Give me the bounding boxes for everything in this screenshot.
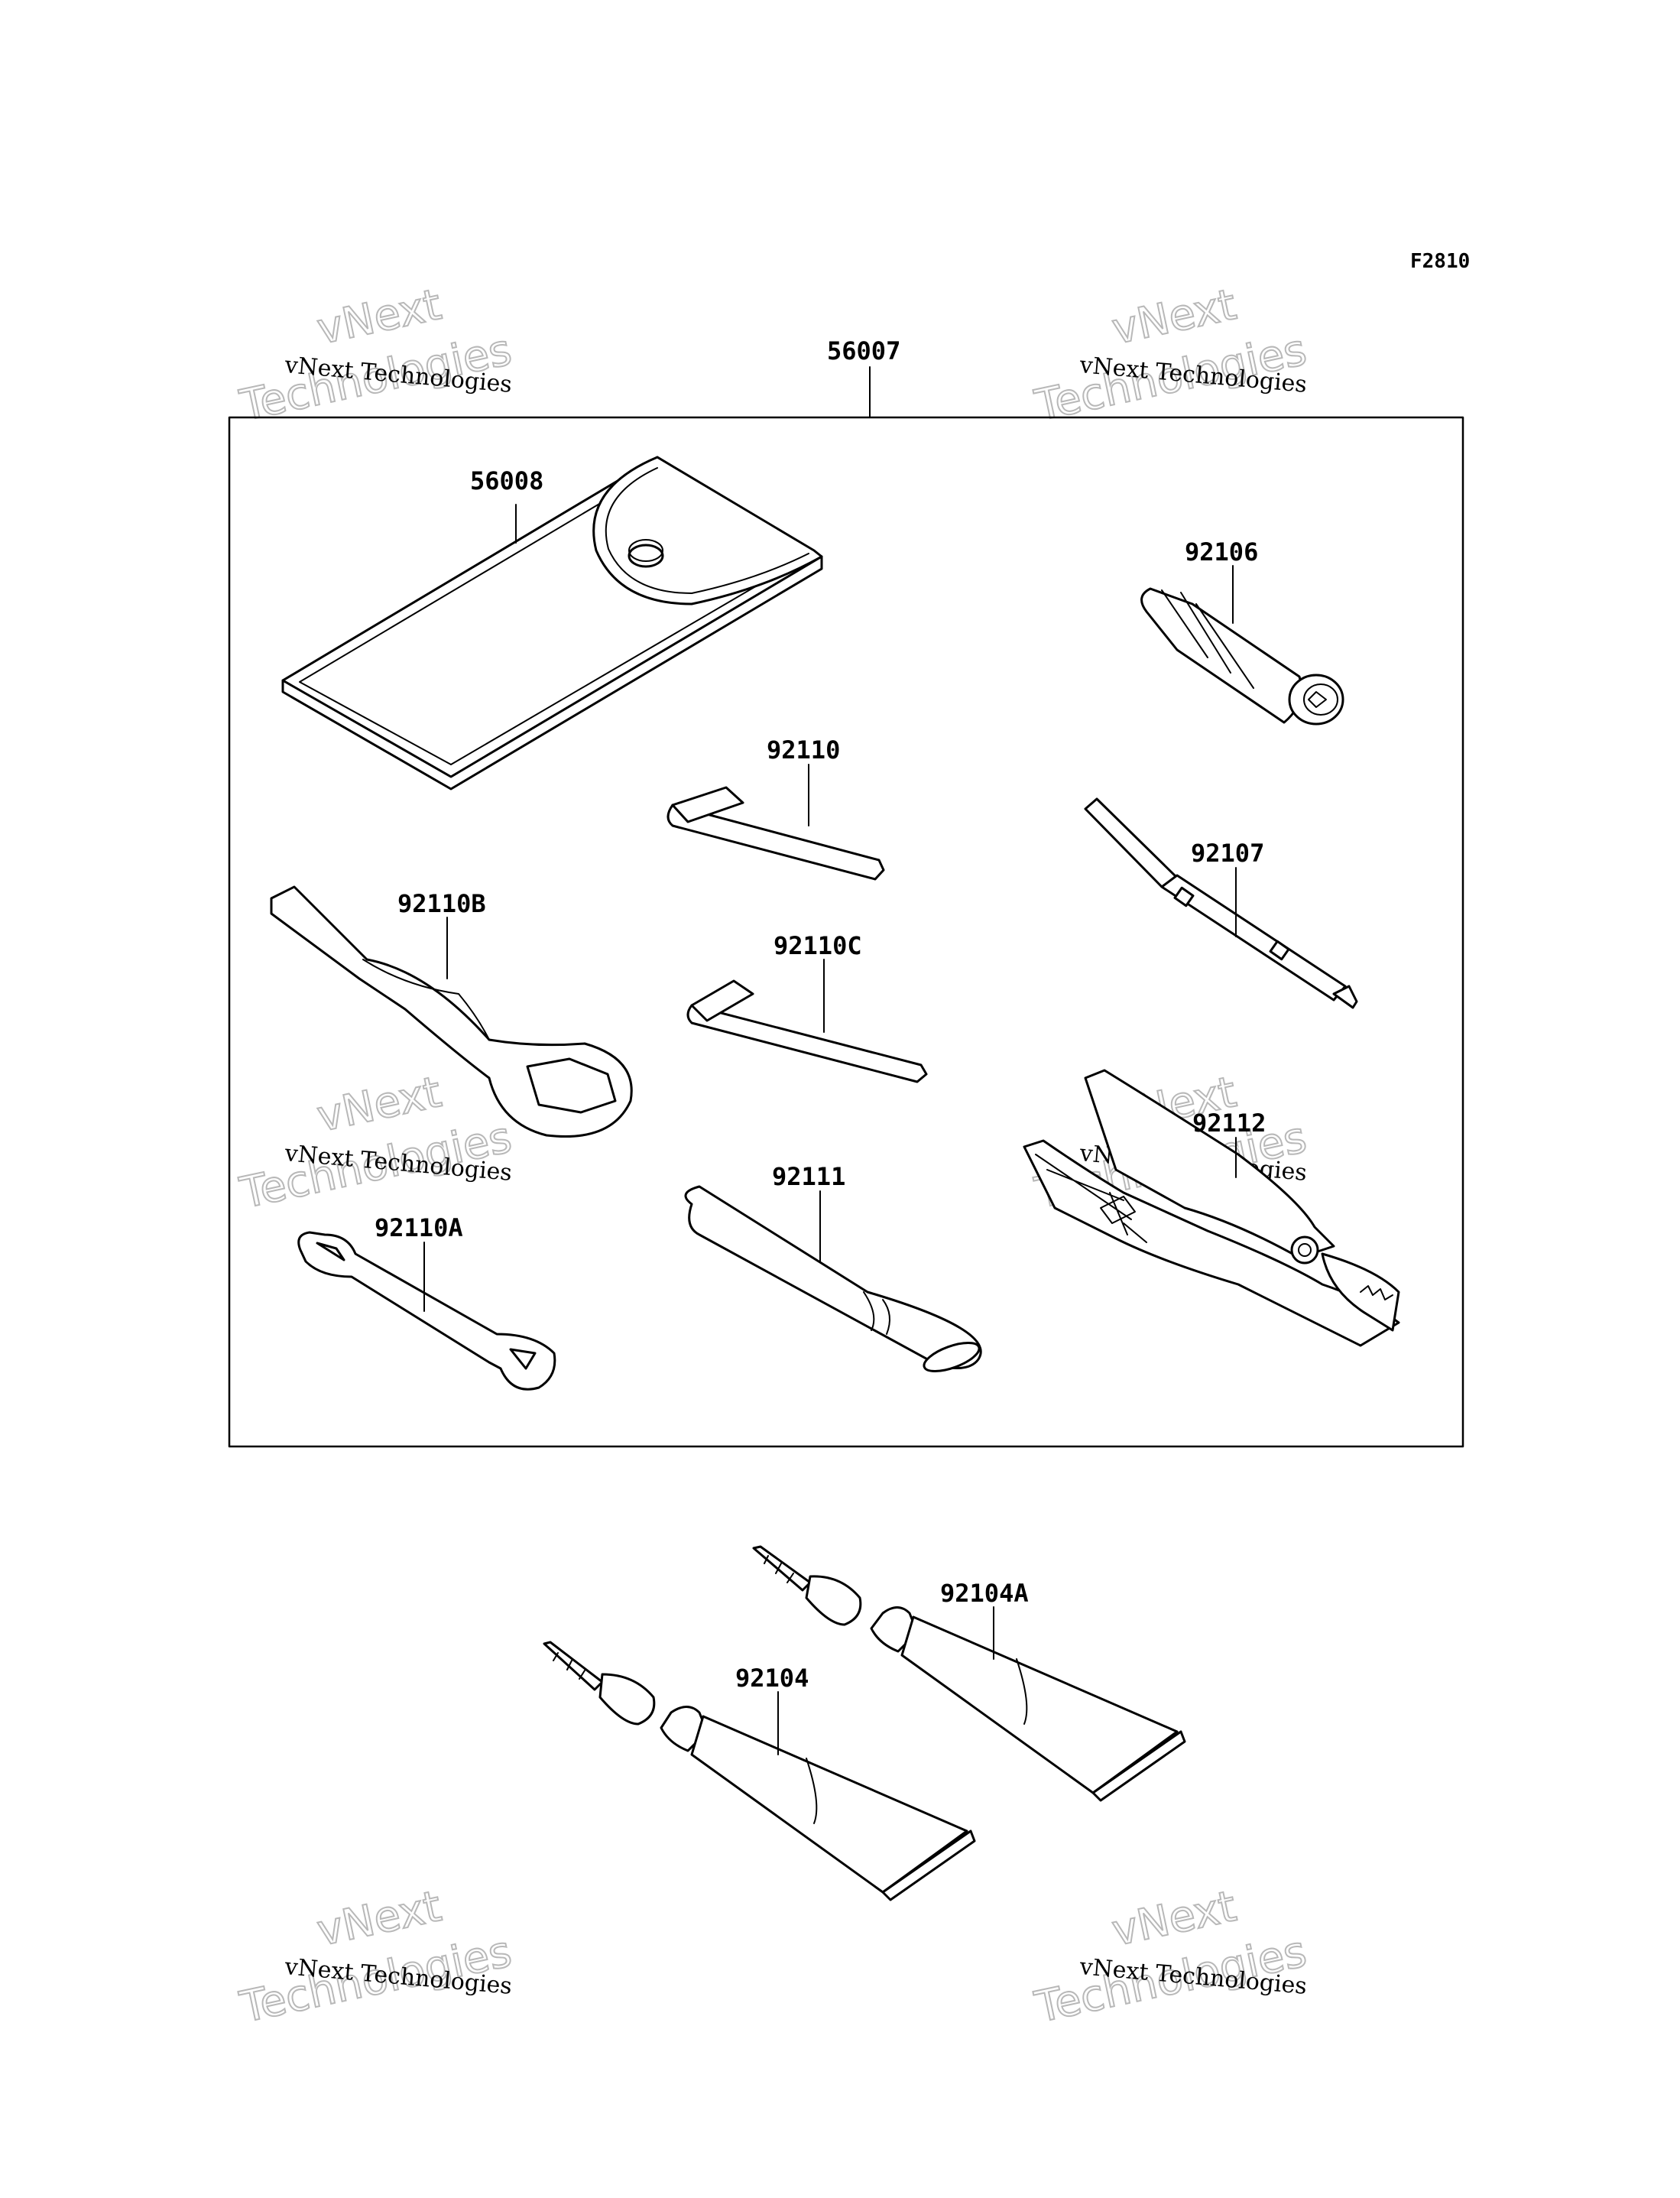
label-92110B: 92110B [397,889,486,918]
label-92110A: 92110A [375,1213,463,1242]
part-hex-key-large: 92110C [686,931,928,1083]
label-92110C: 92110C [774,931,862,960]
watermark-bottom-right: vNext Technologies vNext Technologies [1030,1881,1311,2034]
part-hex-key-small: 92110 [666,735,885,881]
kit-label: 56007 [827,336,900,365]
part-pliers: 92112 [1023,1069,1400,1347]
part-grease-tube-a: 92104A [752,1545,1186,1802]
watermark-top-left: vNext Technologies vNext Technologies [235,279,516,432]
label-92106: 92106 [1185,537,1258,567]
watermark-top-right: vNext Technologies vNext Technologies [1030,279,1311,432]
part-grease-tube: 92104 [543,1641,976,1901]
figure-code: F2810 [1410,250,1470,273]
part-extension-bar: 92111 [684,1162,982,1372]
part-pouch: 56008 [281,456,823,791]
kit-frame [228,416,1464,1448]
label-92107: 92107 [1191,839,1264,868]
watermark-bottom-left: vNext Technologies vNext Technologies [235,1881,516,2034]
label-92111: 92111 [772,1162,845,1191]
label-92104: 92104 [735,1664,809,1693]
part-open-wrench: 92110A [297,1213,556,1391]
watermark-mid-left: vNext Technologies vNext Technologies [235,1067,516,1219]
part-socket-handle: 92106 [1140,537,1344,726]
label-92104A: 92104A [940,1579,1029,1608]
label-92110: 92110 [767,735,840,765]
part-screwdriver: 92107 [1084,797,1358,1009]
label-56008: 56008 [470,466,543,495]
label-92112: 92112 [1192,1109,1266,1138]
part-box-wrench: 92110B [270,885,633,1138]
kit-56007: 56007 [228,336,1464,1448]
